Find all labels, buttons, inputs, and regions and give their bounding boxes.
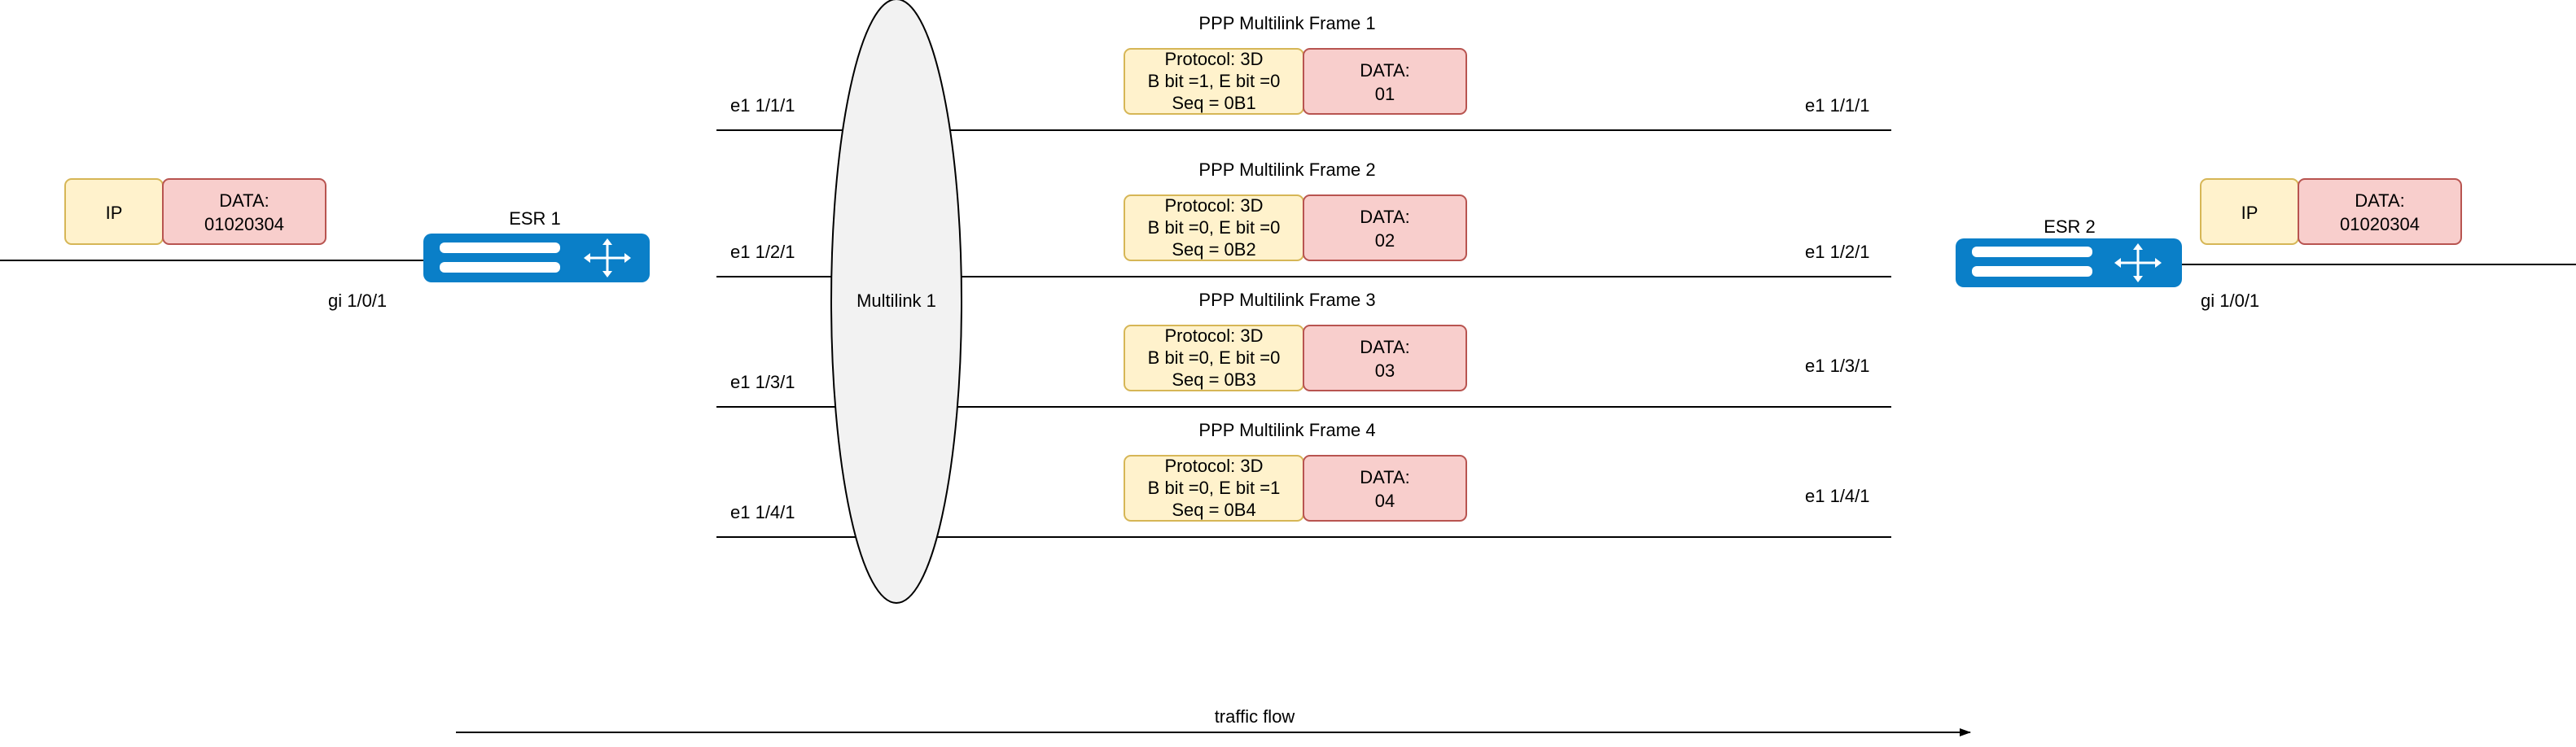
router-interface-label: gi 1/0/1: [2201, 290, 2259, 311]
frame-data-label: DATA:: [1360, 207, 1410, 227]
data-payload-label: DATA:: [2355, 190, 2405, 211]
esr2-router: ESR 2 gi 1/0/1: [1956, 216, 2259, 311]
ip-header-label: IP: [2241, 203, 2258, 223]
data-payload-value: 01020304: [2340, 214, 2420, 234]
link-right-label: e1 1/2/1: [1805, 242, 1870, 262]
frame-header-seq: Seq = 0B2: [1172, 239, 1255, 260]
right-packet: IP DATA: 01020304: [2200, 178, 2462, 245]
frame-title: PPP Multilink Frame 1: [1198, 13, 1375, 33]
router-label: ESR 1: [509, 208, 561, 229]
frame-data-value: 02: [1375, 230, 1395, 251]
frame-data-value: 01: [1375, 84, 1395, 104]
link-left-label: e1 1/3/1: [730, 372, 795, 392]
link-4: e1 1/4/1 e1 1/4/1 PPP Multilink Frame 4 …: [730, 420, 1870, 522]
frame-data-box: [1303, 325, 1467, 391]
frame-header-bits: B bit =0, E bit =0: [1148, 217, 1281, 238]
frame-title: PPP Multilink Frame 4: [1198, 420, 1375, 440]
link-left-label: e1 1/1/1: [730, 95, 795, 116]
frame-header-bits: B bit =0, E bit =1: [1148, 478, 1281, 498]
link-right-label: e1 1/4/1: [1805, 486, 1870, 506]
frame-title: PPP Multilink Frame 3: [1198, 290, 1375, 310]
frame-header-protocol: Protocol: 3D: [1164, 325, 1263, 346]
link-2: e1 1/2/1 e1 1/2/1 PPP Multilink Frame 2 …: [730, 159, 1870, 262]
bundle-label: Multilink 1: [856, 290, 936, 311]
frame-data-label: DATA:: [1360, 60, 1410, 81]
frame-header-bits: B bit =0, E bit =0: [1148, 347, 1281, 368]
data-payload-label: DATA:: [219, 190, 269, 211]
left-packet: IP DATA: 01020304: [64, 178, 326, 245]
ip-header-label: IP: [106, 203, 123, 223]
frame-header-protocol: Protocol: 3D: [1164, 195, 1263, 216]
router-interface-label: gi 1/0/1: [328, 290, 387, 311]
frame-header-seq: Seq = 0B3: [1172, 369, 1255, 390]
esr1-router: ESR 1 gi 1/0/1: [328, 208, 650, 311]
link-right-label: e1 1/1/1: [1805, 95, 1870, 116]
frame-header-protocol: Protocol: 3D: [1164, 49, 1263, 69]
frame-data-label: DATA:: [1360, 467, 1410, 487]
router-icon: [584, 238, 631, 277]
traffic-flow-label: traffic flow: [1215, 706, 1295, 727]
frame-data-box: [1303, 48, 1467, 115]
data-payload-box: [162, 178, 326, 245]
frame-header-seq: Seq = 0B1: [1172, 93, 1255, 113]
data-payload-box: [2298, 178, 2462, 245]
traffic-flow: traffic flow: [456, 706, 1971, 736]
frame-header-bits: B bit =1, E bit =0: [1148, 71, 1281, 91]
frame-data-box: [1303, 194, 1467, 261]
frame-header-protocol: Protocol: 3D: [1164, 456, 1263, 476]
link-left-label: e1 1/4/1: [730, 502, 795, 522]
frame-header-seq: Seq = 0B4: [1172, 500, 1255, 520]
router-label: ESR 2: [2044, 216, 2096, 237]
link-3: e1 1/3/1 e1 1/3/1 PPP Multilink Frame 3 …: [730, 290, 1870, 392]
link-1: e1 1/1/1 e1 1/1/1 PPP Multilink Frame 1 …: [730, 13, 1870, 116]
link-right-label: e1 1/3/1: [1805, 356, 1870, 376]
data-payload-value: 01020304: [204, 214, 284, 234]
frame-title: PPP Multilink Frame 2: [1198, 159, 1375, 180]
multilink-bundle: Multilink 1: [830, 0, 962, 604]
frame-data-label: DATA:: [1360, 337, 1410, 357]
frame-data-value: 04: [1375, 491, 1395, 511]
bundle-ellipse: [830, 0, 962, 604]
link-left-label: e1 1/2/1: [730, 242, 795, 262]
frame-data-box: [1303, 455, 1467, 522]
router-icon: [2114, 243, 2162, 282]
frame-data-value: 03: [1375, 360, 1395, 381]
